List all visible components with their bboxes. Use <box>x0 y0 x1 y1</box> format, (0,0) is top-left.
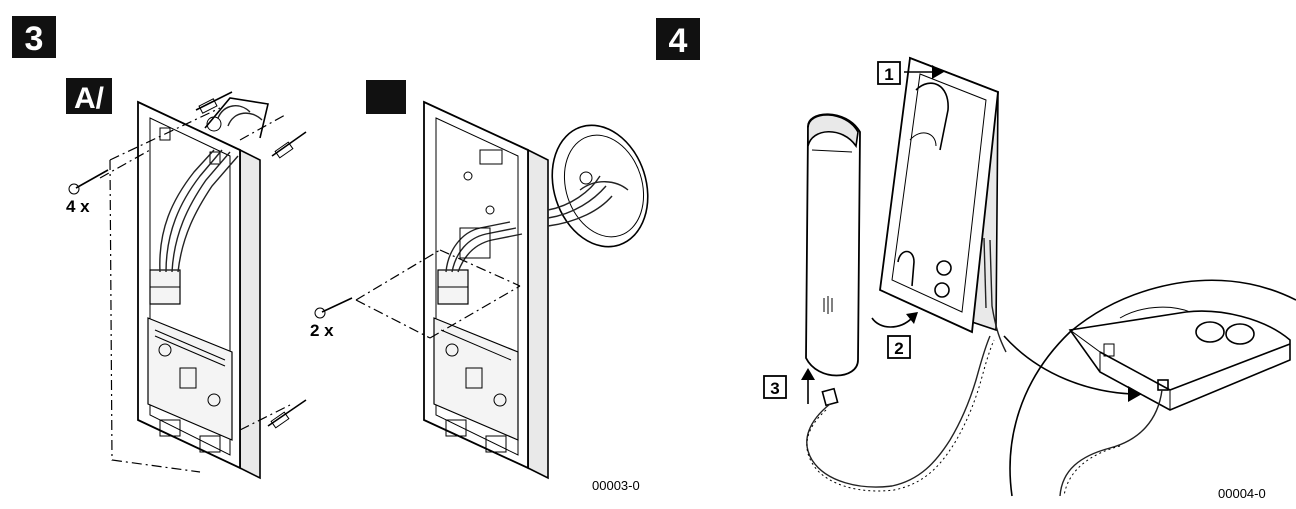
variant-b-badge <box>366 80 406 114</box>
arrow-2 <box>871 312 918 328</box>
step-4-badge: 4 <box>656 18 700 60</box>
screw-a-top-right <box>271 131 307 159</box>
arrow-3 <box>801 368 815 404</box>
coiled-cord <box>806 335 991 488</box>
screw-b <box>314 297 353 319</box>
step-3-badge: 3 <box>12 16 56 58</box>
panel-b-illustration <box>314 100 649 480</box>
screw-count-a: 4 x <box>66 197 90 216</box>
figure-code-4: 00004-0 <box>1218 486 1266 501</box>
screw-count-b: 2 x <box>310 321 334 340</box>
callout-3-box: 3 <box>763 375 787 399</box>
screw-a-top-left <box>195 91 233 114</box>
screw-a-bottom <box>267 399 307 429</box>
callout-2-label: 2 <box>894 339 903 358</box>
base-unit-illustration <box>879 56 1007 353</box>
callout-1-label: 1 <box>884 65 893 84</box>
callout-3-label: 3 <box>770 379 779 398</box>
variant-a-label: A/ <box>74 82 105 115</box>
screw-a-left <box>68 169 109 195</box>
panel-a-illustration <box>68 91 307 480</box>
handset-illustration <box>805 113 995 492</box>
step-3-number: 3 <box>25 20 44 58</box>
callout-2-box: 2 <box>887 335 911 359</box>
figure-code-3: 00003-0 <box>592 478 640 493</box>
round-wall-box <box>547 124 649 248</box>
callout-1-box: 1 <box>877 61 901 85</box>
variant-a-badge: A/ <box>66 78 112 115</box>
detail-magnifier <box>1003 279 1296 497</box>
arrow-1 <box>904 65 944 79</box>
step-4-number: 4 <box>669 22 688 60</box>
